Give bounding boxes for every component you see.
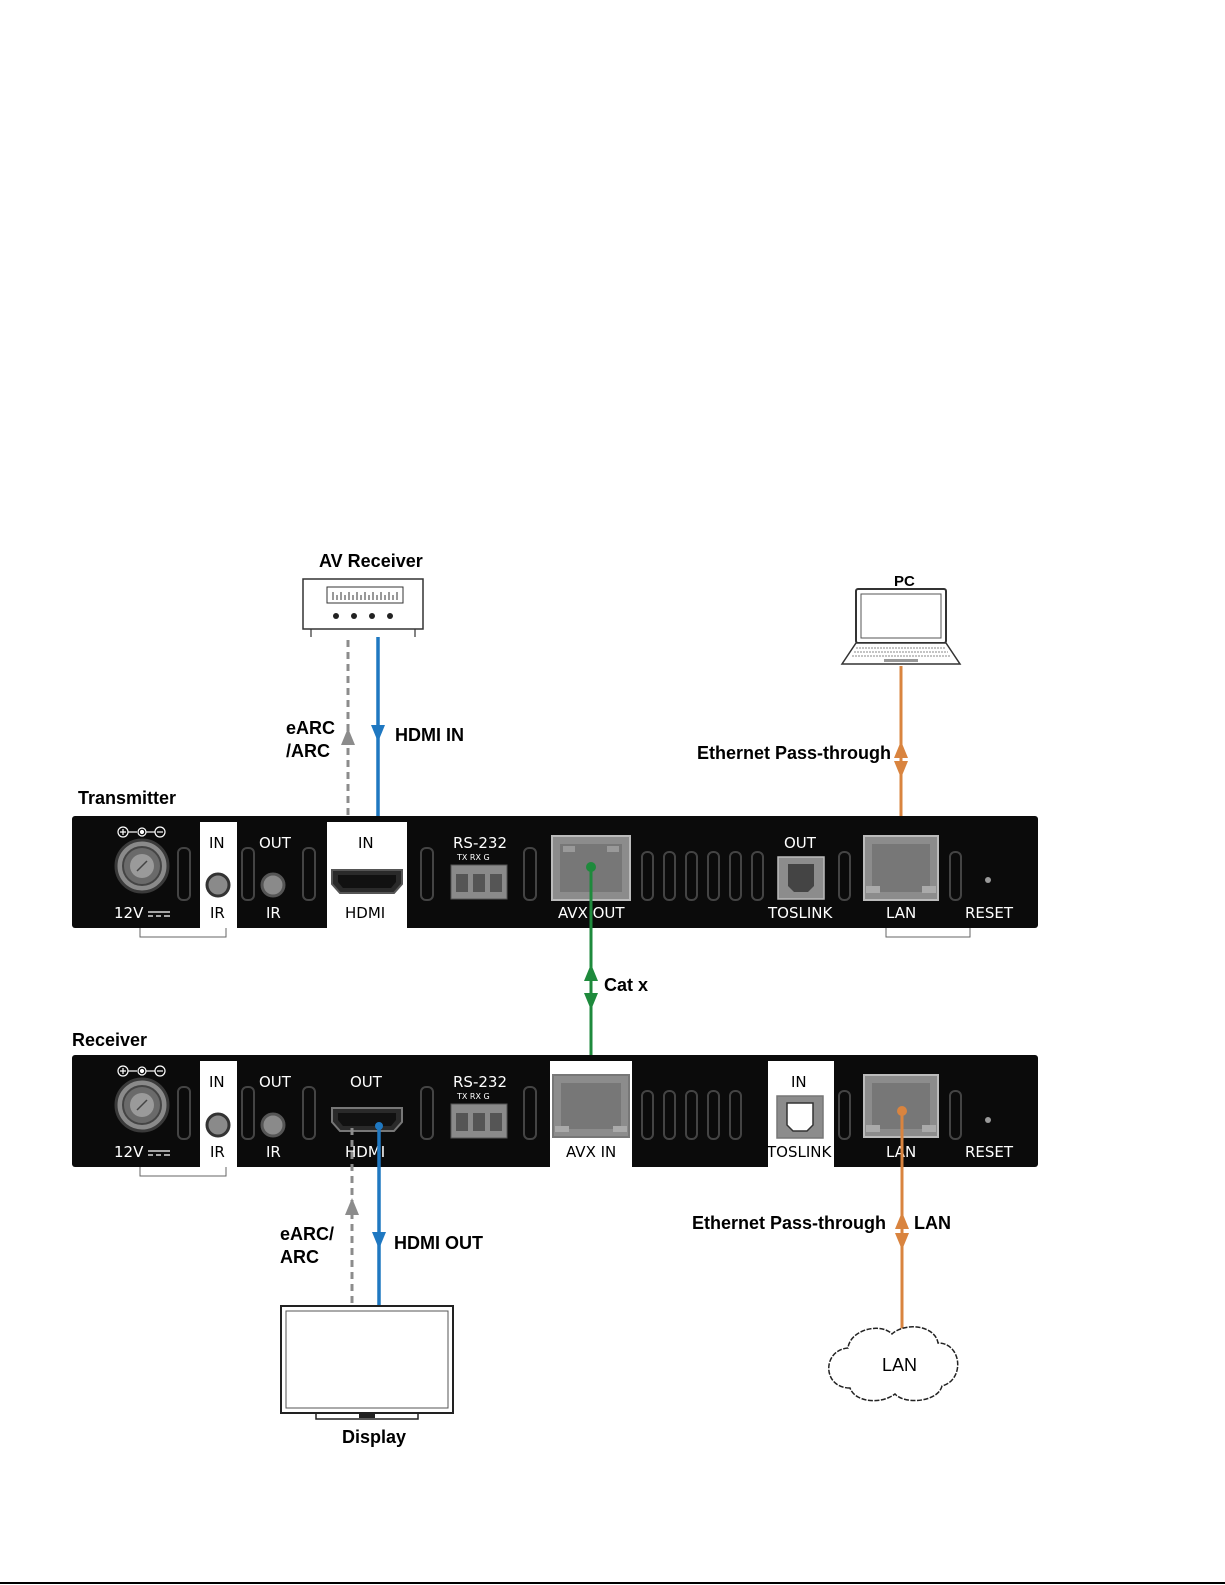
rx-rs232-pins: TX RX G [456, 1092, 490, 1101]
rx-power-label: 12V [114, 1143, 144, 1161]
rx-rs232-label: RS-232 [453, 1073, 507, 1091]
earc-bottom-arrow [345, 1198, 359, 1215]
lan-cloud-label: LAN [882, 1355, 917, 1375]
transmitter-label: Transmitter [78, 788, 176, 808]
av-receiver-icon [303, 579, 423, 637]
rx-reset-button[interactable] [985, 1117, 991, 1123]
display-label: Display [342, 1427, 406, 1447]
tx-rs232-label: RS-232 [453, 834, 507, 852]
hdmi-out-label: HDMI OUT [394, 1233, 483, 1253]
receiver-label: Receiver [72, 1030, 147, 1050]
tx-ir-in-top: IN [209, 834, 225, 852]
tx-hdmi-port[interactable] [332, 870, 402, 893]
rx-toslink-top: IN [791, 1073, 807, 1091]
tx-toslink-top: OUT [784, 834, 817, 852]
earc-bottom-label-1: eARC/ [280, 1224, 334, 1244]
ethernet-top-label: Ethernet Pass-through [697, 743, 891, 763]
tx-toslink-port[interactable] [778, 857, 824, 899]
catx-dot-top [586, 862, 596, 872]
rx-reset-label: RESET [965, 1143, 1014, 1161]
rx-ir-out-jack[interactable] [262, 1114, 284, 1136]
rx-ir-out-bottom: IR [266, 1143, 281, 1161]
tx-ir-out-bottom: IR [266, 904, 281, 922]
hdmi-in-arrow [371, 725, 385, 742]
rx-rs232-terminal[interactable] [451, 1104, 507, 1138]
rx-avx-label: AVX IN [566, 1143, 616, 1161]
tx-hdmi-bottom: HDMI [345, 904, 385, 922]
lan-link-label: LAN [914, 1213, 951, 1233]
ethernet-bottom-arrow-down [895, 1233, 909, 1250]
earc-top-arrow [341, 728, 355, 745]
ethernet-bottom-dot [897, 1106, 907, 1116]
ethernet-top-arrow-up [894, 741, 908, 758]
rx-ir-in-jack[interactable] [207, 1114, 229, 1136]
tx-power-label: 12V [114, 904, 144, 922]
rx-ir-out-top: OUT [259, 1073, 292, 1091]
tx-rs232-pins: TX RX G [456, 853, 490, 862]
ethernet-top-arrow-down [894, 761, 908, 778]
tx-ir-out-top: OUT [259, 834, 292, 852]
tx-ir-in-jack[interactable] [207, 874, 229, 896]
transmitter-panel: 12V IN IR OUT IR IN HDMI RS-232 TX RX G [72, 816, 1038, 937]
receiver-panel: 12V IN IR OUT IR OUT HDMI RS-232 TX RX G [72, 1055, 1038, 1176]
catx-arrow-up [584, 964, 598, 981]
pc-label: PC [894, 573, 915, 590]
ethernet-bottom-label: Ethernet Pass-through [692, 1213, 886, 1233]
laptop-icon [842, 589, 960, 664]
tx-toslink-bottom: TOSLINK [767, 904, 833, 922]
rx-hdmi-top: OUT [350, 1073, 383, 1091]
tx-ir-out-jack[interactable] [262, 874, 284, 896]
tx-ir-in-bottom: IR [210, 904, 225, 922]
tx-hdmi-top: IN [358, 834, 374, 852]
av-receiver-label: AV Receiver [319, 551, 423, 571]
earc-top-label-1: eARC [286, 718, 335, 738]
hdmi-out-arrow [372, 1232, 386, 1249]
rx-hdmi-port[interactable] [332, 1108, 402, 1131]
rx-ir-in-bottom: IR [210, 1143, 225, 1161]
power-connector-icon [116, 1079, 168, 1131]
earc-bottom-label-2: ARC [280, 1247, 319, 1267]
rx-toslink-bottom: TOSLINK [766, 1143, 832, 1161]
rx-avx-port[interactable] [553, 1075, 629, 1137]
tx-lan-label: LAN [886, 904, 916, 922]
rx-ir-in-top: IN [209, 1073, 225, 1091]
hdmi-out-dot [375, 1122, 383, 1130]
rx-toslink-port[interactable] [777, 1096, 823, 1138]
display-icon [281, 1306, 453, 1419]
catx-arrow-down [584, 993, 598, 1010]
tx-reset-button[interactable] [985, 877, 991, 883]
tx-reset-label: RESET [965, 904, 1014, 922]
hdmi-in-label: HDMI IN [395, 725, 464, 745]
tx-lan-port[interactable] [864, 836, 938, 900]
ethernet-bottom-arrow-up [895, 1212, 909, 1229]
tx-rs232-terminal[interactable] [451, 865, 507, 899]
power-connector-icon [116, 840, 168, 892]
earc-top-label-2: /ARC [286, 741, 330, 761]
catx-label: Cat x [604, 975, 648, 995]
